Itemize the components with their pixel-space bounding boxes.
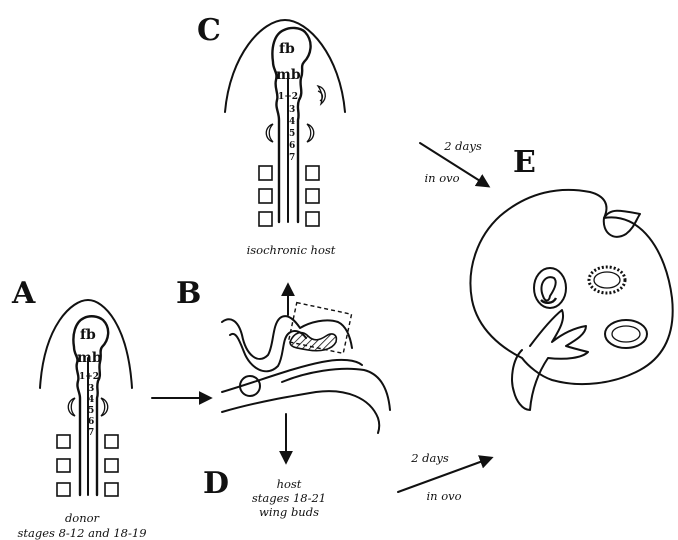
somite-l1-host [259,166,272,180]
otic-vesicle-inner [612,326,640,342]
label-r3-donor: 3 [88,384,94,394]
grafted-tissue [290,333,336,351]
panel-label-d: D [203,466,229,501]
panel-c-embryo: C fb mb 1+2 3 4 5 6 7 isochronic host [197,13,345,257]
panel-label-b: B [176,276,201,311]
caption-isochronic-host: isochronic host [247,243,336,257]
somite-r2-host [306,189,319,203]
somite-r3-host [306,212,319,226]
panel-e-result: E [470,145,672,410]
caption-wing-buds: wing buds [259,505,319,519]
caption-donor: donor [65,511,101,525]
label-r12-donor: 1+2 [79,372,99,382]
label-r4-host: 4 [289,117,295,127]
somite-r1-host [306,166,319,180]
grafted-vesicle-host-inner [318,91,322,101]
label-r12-host: 1+2 [278,92,298,102]
somite-l3-donor [57,483,70,496]
embryo-eye-inner [541,277,555,300]
host-outer-body [282,369,390,410]
label-fb-donor: fb [80,327,96,343]
embryo-eye-fold [604,211,640,237]
label-r6-host: 6 [289,141,295,151]
incubation-arrows: 2 days in ovo 2 days in ovo [398,139,491,503]
panel-d-host: D host stages 18-21 wing buds [203,466,326,519]
label-r5-donor: 5 [88,406,94,416]
panel-b-graft-site: B [176,276,390,462]
label-mb-donor: mb [77,350,102,366]
caption-host: host [277,477,302,491]
somite-l2-host [259,189,272,203]
host-endoderm [222,360,362,392]
otic-vesicle-right-host [307,124,314,142]
otic-vesicle-left-host [266,124,273,142]
label-2-days-top: 2 days [443,139,482,153]
label-r7-host: 7 [289,153,295,163]
embryo-head-outline [470,190,672,384]
panel-label-a: A [11,276,36,311]
caption-donor-stages: stages 8-12 and 18-19 [17,526,146,540]
somite-r1-donor [105,435,118,448]
label-r5-host: 5 [289,129,295,139]
otic-vesicle-left-donor [68,398,75,416]
label-r7-donor: 7 [88,428,94,438]
somite-l1-donor [57,435,70,448]
otic-vesicle-right-donor [101,398,108,416]
somite-r3-donor [105,483,118,496]
label-fb-host: fb [279,41,295,57]
label-in-ovo-bottom: in ovo [426,489,461,503]
label-r4-donor: 4 [88,395,94,405]
otic-vesicle-outer [605,320,647,348]
label-mb-host: mb [276,67,301,83]
label-2-days-bottom: 2 days [410,451,449,465]
panel-label-c: C [197,13,221,48]
label-r6-donor: 6 [88,417,94,427]
label-r3-host: 3 [289,105,295,115]
somite-l2-donor [57,459,70,472]
panel-label-e: E [513,145,536,180]
caption-host-stages: stages 18-21 [252,491,326,505]
label-in-ovo-top: in ovo [424,171,459,185]
panel-a-embryo: A fb mb 1+2 3 4 5 6 7 donor stages 8-12 … [11,276,147,540]
host-lower-layer [222,391,379,433]
somite-r2-donor [105,459,118,472]
somite-l3-host [259,212,272,226]
